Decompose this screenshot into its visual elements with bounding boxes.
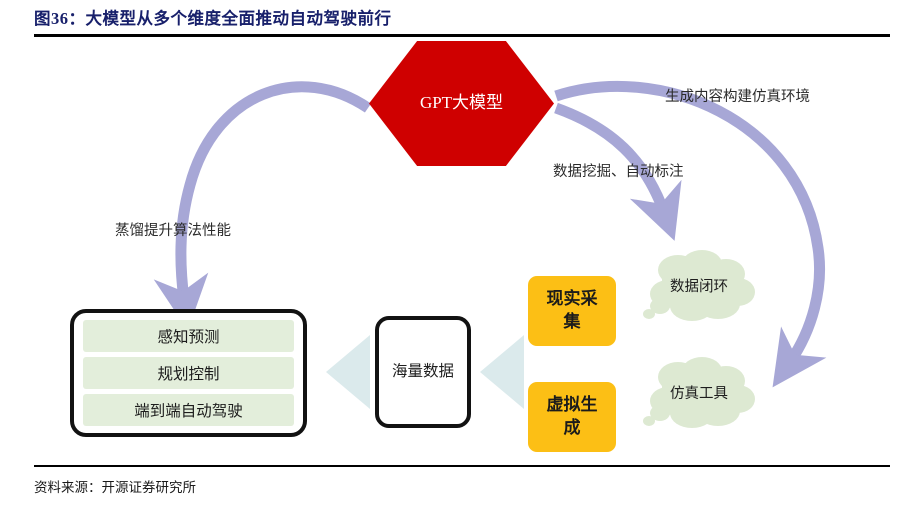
node-massive-data[interactable]: 海量数据	[375, 316, 471, 428]
source-divider	[34, 465, 890, 467]
node-simulation-tool[interactable]: 仿真工具	[638, 355, 760, 433]
arrow-distill-icon	[153, 81, 372, 331]
node-real-collection[interactable]: 现实采集	[528, 276, 616, 346]
figure-title-bar: 图36：大模型从多个维度全面推动自动驾驶前行	[34, 5, 894, 35]
edge-label-distill: 蒸馏提升算法性能	[115, 223, 231, 239]
node-real-collection-label: 现实采集	[546, 289, 598, 331]
node-data-closed-loop-label: 数据闭环	[638, 248, 760, 326]
edge-label-simulation: 生成内容构建仿真环境	[665, 89, 810, 105]
page-title: 图36：大模型从多个维度全面推动自动驾驶前行	[34, 9, 392, 28]
title-divider	[34, 34, 890, 37]
node-gpt-model[interactable]: GPT大模型	[369, 41, 554, 166]
cloud-text-loop: 数据闭环	[670, 278, 728, 295]
node-gpt-model-label: GPT大模型	[419, 93, 504, 113]
node-data-closed-loop[interactable]: 数据闭环	[638, 248, 760, 326]
cloud-text-tool: 仿真工具	[670, 385, 728, 402]
capability-item-perception[interactable]: 感知预测	[83, 320, 294, 352]
capability-item-end-to-end[interactable]: 端到端自动驾驶	[83, 394, 294, 426]
source-note: 资料来源：开源证券研究所	[34, 480, 196, 495]
chevron-left-icon-inner	[480, 335, 524, 409]
capability-box: 感知预测 规划控制 端到端自动驾驶	[70, 309, 307, 437]
node-massive-data-label: 海量数据	[391, 363, 454, 381]
chevron-left-icon-outer	[326, 335, 370, 409]
node-simulation-tool-label: 仿真工具	[638, 355, 760, 433]
cloud-shape-icon	[643, 357, 755, 428]
node-virtual-generation-label: 虚拟生成	[546, 395, 598, 437]
capability-item-planning[interactable]: 规划控制	[83, 357, 294, 389]
edge-label-mining: 数据挖掘、自动标注	[553, 164, 684, 180]
node-virtual-generation[interactable]: 虚拟生成	[528, 382, 616, 452]
